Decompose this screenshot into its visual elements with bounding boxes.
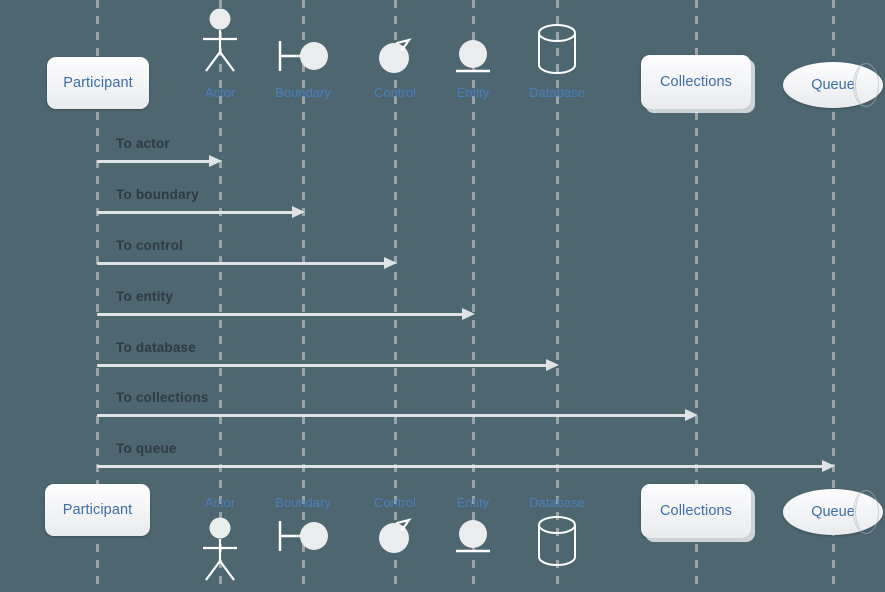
collections-label-bottom: Collections <box>659 503 733 519</box>
control-icon <box>375 34 415 76</box>
lifeline-boundary <box>302 0 305 592</box>
actor-stick-figure-icon <box>198 517 242 583</box>
message-line-1 <box>97 160 211 163</box>
message-line-7 <box>97 465 824 468</box>
message-arrowhead-6 <box>685 409 698 421</box>
message-arrowhead-4 <box>462 308 475 320</box>
message-arrowhead-3 <box>384 257 397 269</box>
icon-label-boundary-bottom: Boundary <box>275 495 331 510</box>
queue-label-bottom: Queue <box>811 504 855 520</box>
message-line-4 <box>97 313 464 316</box>
message-arrowhead-5 <box>546 359 559 371</box>
queue-box-top[interactable]: Queue <box>783 62 883 108</box>
cylinder-edge-icon <box>853 63 879 107</box>
actor-stick-figure-icon <box>198 8 242 74</box>
icon-label-actor-top: Actor <box>204 85 236 100</box>
database-cylinder-icon <box>533 22 581 76</box>
queue-label-top: Queue <box>811 77 855 93</box>
database-cylinder-icon <box>533 514 581 568</box>
message-line-6 <box>97 414 687 417</box>
participant-label-top: Participant <box>63 75 133 91</box>
message-label-3: To control <box>116 238 183 253</box>
message-label-7: To queue <box>116 441 177 456</box>
icon-label-control-top: Control <box>374 85 416 100</box>
message-label-2: To boundary <box>116 187 199 202</box>
message-line-2 <box>97 211 294 214</box>
message-line-5 <box>97 364 548 367</box>
entity-icon <box>451 38 495 76</box>
message-label-5: To database <box>116 340 196 355</box>
icon-label-database-bottom: Database <box>529 495 585 510</box>
participant-box-top[interactable]: Participant <box>47 57 149 109</box>
lifeline-queue <box>832 0 835 592</box>
icon-label-entity-bottom: Entity <box>456 495 490 510</box>
queue-box-bottom[interactable]: Queue <box>783 489 883 535</box>
collections-box-top[interactable]: Collections <box>641 55 751 109</box>
icon-label-database-top: Database <box>529 85 585 100</box>
participant-label-bottom: Participant <box>62 502 133 518</box>
boundary-icon <box>275 38 331 74</box>
cylinder-edge-icon <box>853 490 879 534</box>
lifeline-database <box>556 0 559 592</box>
icon-label-boundary-top: Boundary <box>275 85 331 100</box>
message-arrowhead-1 <box>209 155 222 167</box>
collections-label-top: Collections <box>659 74 733 90</box>
message-label-4: To entity <box>116 289 174 304</box>
lifeline-collections <box>695 0 698 592</box>
collections-box-bottom[interactable]: Collections <box>641 484 751 538</box>
icon-label-actor-bottom: Actor <box>204 495 236 510</box>
entity-icon <box>451 518 495 556</box>
icon-label-entity-top: Entity <box>456 85 490 100</box>
message-arrowhead-7 <box>822 460 835 472</box>
control-icon <box>375 514 415 556</box>
message-arrowhead-2 <box>292 206 305 218</box>
lifeline-control <box>394 0 397 592</box>
participant-box-bottom[interactable]: Participant <box>45 484 150 536</box>
lifeline-entity <box>472 0 475 592</box>
boundary-icon <box>275 518 331 554</box>
message-label-6: To collections <box>116 390 209 405</box>
message-line-3 <box>97 262 386 265</box>
message-label-1: To actor <box>116 136 170 151</box>
icon-label-control-bottom: Control <box>374 495 416 510</box>
lifeline-actor <box>219 0 222 592</box>
lifeline-participant <box>96 0 99 592</box>
